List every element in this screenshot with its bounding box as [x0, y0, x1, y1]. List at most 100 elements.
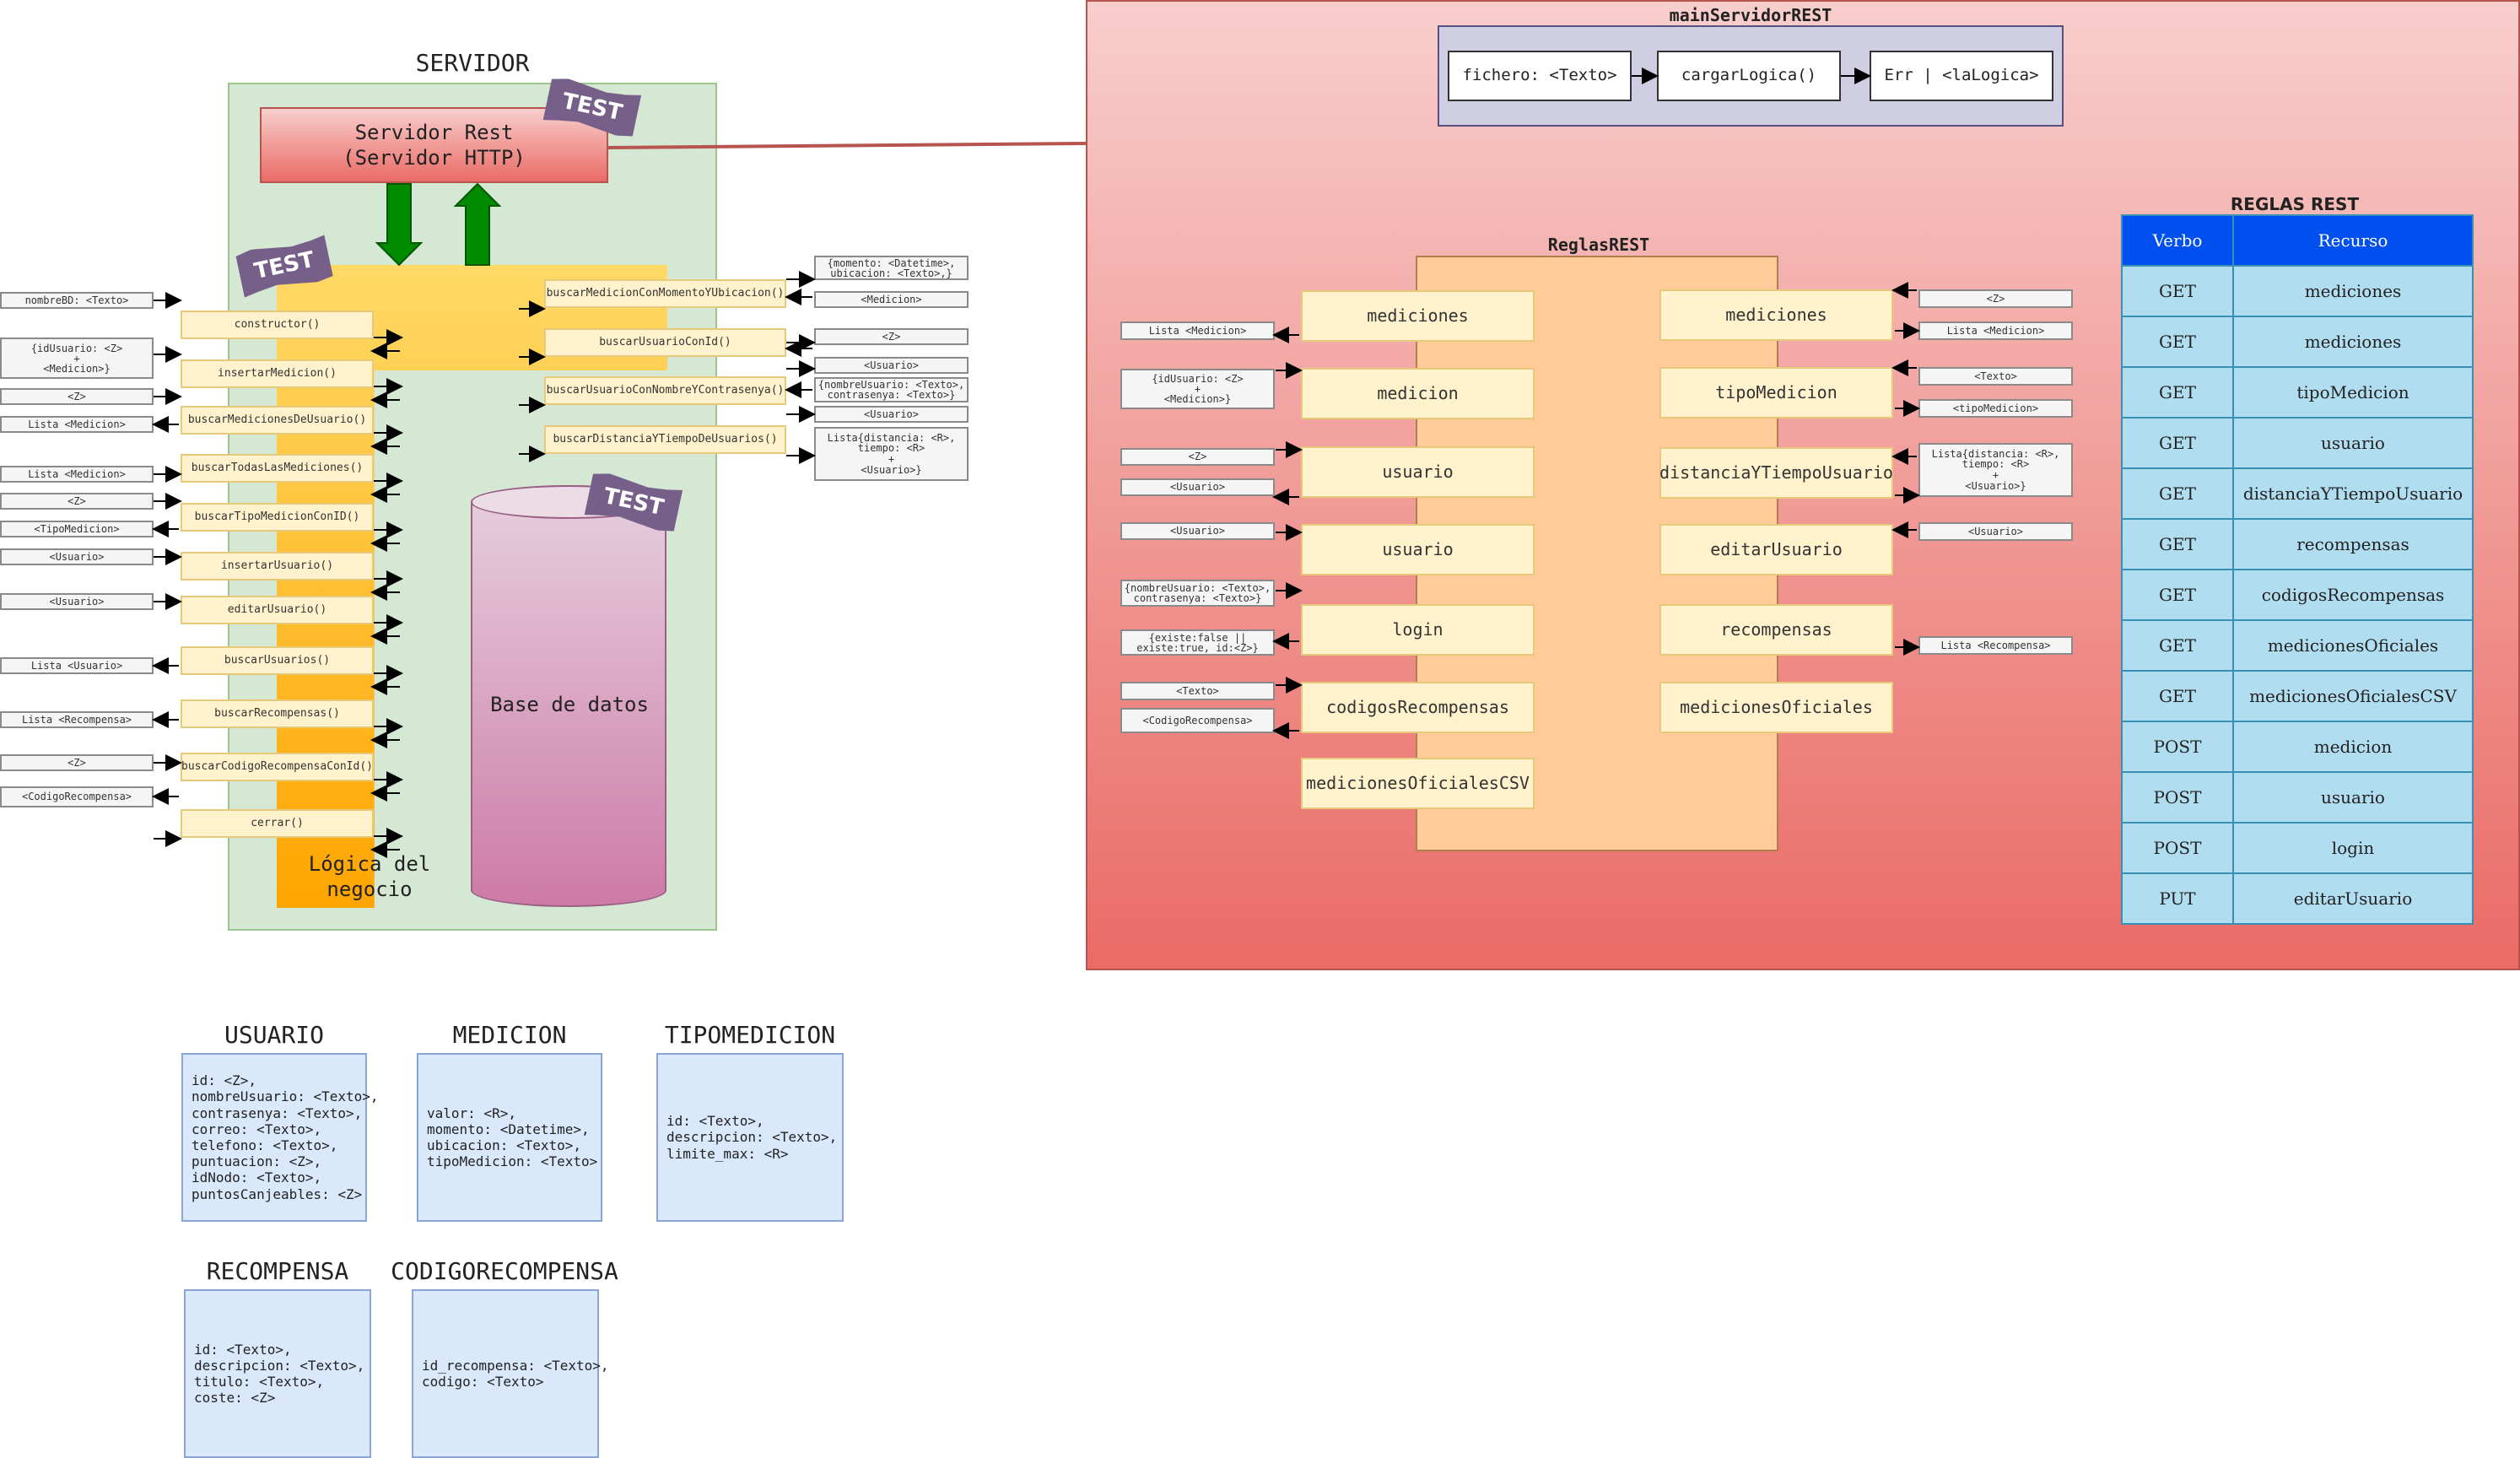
method-buscar-todas-mediciones: buscarTodasLasMediciones()	[181, 454, 374, 483]
rules-cell-verbo: GET	[2121, 467, 2234, 520]
method-buscar-codigo-recompensa: buscarCodigoRecompensaConId()	[181, 753, 374, 781]
rr-param-lista-medicion: Lista <Medicion>	[1918, 321, 2073, 340]
reglas-left-usuario-2: usuario	[1301, 524, 1535, 575]
rr-param-tipo-medicion: <tipoMedicion>	[1918, 399, 2073, 418]
rules-cell-recurso: medicionesOficialesCSV	[2232, 670, 2474, 722]
rparam-nombre-contrasenya: {nombreUsuario: <Texto>, contrasenya: <T…	[814, 377, 969, 402]
method-buscar-recompensas: buscarRecompensas()	[181, 699, 374, 728]
param-nombre-bd: nombreBD: <Texto>	[0, 292, 154, 309]
reglas-left-usuario: usuario	[1301, 446, 1535, 498]
param-z: <Z>	[0, 388, 154, 405]
entity-recompensa-box: id: <Texto>, descripcion: <Texto>, titul…	[184, 1289, 371, 1458]
method-buscar-usuarios: buscarUsuarios()	[181, 646, 374, 675]
rules-cell-recurso: mediciones	[2232, 316, 2474, 368]
logica-label: Lógica del negocio	[308, 852, 431, 901]
rparam-medicion: <Medicion>	[814, 291, 969, 308]
rules-header-verbo: Verbo	[2121, 214, 2234, 267]
reglas-left-mediciones: mediciones	[1301, 290, 1535, 342]
param-id-usuario-medicion: {idUsuario: <Z> + <Medicion>}	[0, 338, 154, 379]
rules-cell-recurso: login	[2232, 822, 2474, 874]
rules-cell-recurso: recompensas	[2232, 518, 2474, 570]
rules-cell-recurso: tipoMedicion	[2232, 366, 2474, 418]
entity-usuario-box: id: <Z>, nombreUsuario: <Texto>, contras…	[181, 1053, 379, 1222]
method-buscar-usuario-nombre: buscarUsuarioConNombreYContrasenya()	[544, 376, 786, 405]
main-cargar-logica-box: cargarLogica()	[1657, 51, 1841, 101]
rules-cell-verbo: GET	[2121, 366, 2234, 418]
rules-cell-verbo: GET	[2121, 619, 2234, 672]
rl-param-z: <Z>	[1120, 448, 1275, 466]
reglas-left-login: login	[1301, 604, 1535, 656]
rules-cell-verbo: GET	[2121, 316, 2234, 368]
reglas-left-mediciones-oficiales-csv: medicionesOficialesCSV	[1301, 758, 1535, 809]
entity-usuario-title: USUARIO	[224, 1021, 324, 1049]
rl-param-nombre-contrasenya: {nombreUsuario: <Texto>, contrasenya: <T…	[1120, 580, 1275, 607]
reglas-left-medicion: medicion	[1301, 368, 1535, 419]
entity-medicion-title: MEDICION	[452, 1021, 567, 1049]
rules-cell-recurso: usuario	[2232, 417, 2474, 469]
rules-cell-recurso: usuario	[2232, 771, 2474, 824]
reglas-right-tipo-medicion: tipoMedicion	[1659, 367, 1893, 418]
method-insertar-usuario: insertarUsuario()	[181, 552, 374, 580]
rl-param-existe: {existe:false || existe:true, id:<Z>}	[1120, 629, 1275, 656]
rparam-lista-distancia: Lista{distancia: <R>, tiempo: <R> + <Usu…	[814, 427, 969, 481]
param-z-tipo: <Z>	[0, 493, 154, 510]
param-usuario-insertar: <Usuario>	[0, 548, 154, 565]
param-tipo-medicion: <TipoMedicion>	[0, 521, 154, 537]
entity-tipomedicion-title: TIPOMEDICION	[664, 1021, 836, 1049]
rules-cell-verbo: GET	[2121, 569, 2234, 621]
method-editar-usuario: editarUsuario()	[181, 596, 374, 624]
method-buscar-distancia-tiempo: buscarDistanciaYTiempoDeUsuarios()	[544, 425, 786, 454]
rparam-z: <Z>	[814, 328, 969, 345]
param-lista-recompensa: Lista <Recompensa>	[0, 711, 154, 728]
rparam-momento-ubicacion: {momento: <Datetime>, ubicacion: <Texto>…	[814, 256, 969, 280]
rules-cell-verbo: GET	[2121, 670, 2234, 722]
rl-param-usuario-2: <Usuario>	[1120, 522, 1275, 540]
rr-param-lista-recompensa: Lista <Recompensa>	[1918, 636, 2073, 655]
rules-cell-verbo: POST	[2121, 822, 2234, 874]
entity-codigorecompensa-title: CODIGORECOMPENSA	[391, 1257, 618, 1285]
method-buscar-medicion-momento: buscarMedicionConMomentoYUbicacion()	[544, 279, 786, 308]
entity-medicion-box: valor: <R>, momento: <Datetime>, ubicaci…	[417, 1053, 602, 1222]
method-buscar-mediciones-usuario: buscarMedicionesDeUsuario()	[181, 406, 374, 435]
rules-cell-verbo: GET	[2121, 417, 2234, 469]
rl-param-usuario: <Usuario>	[1120, 478, 1275, 496]
rules-cell-verbo: PUT	[2121, 872, 2234, 925]
method-buscar-usuario-id: buscarUsuarioConId()	[544, 328, 786, 357]
rparam-usuario-2: <Usuario>	[814, 406, 969, 423]
reglas-right-mediciones: mediciones	[1659, 289, 1893, 341]
base-datos-label: Base de datos	[490, 693, 649, 716]
entity-tipomedicion-box: id: <Texto>, descripcion: <Texto>, limit…	[656, 1053, 844, 1222]
param-z-codigo: <Z>	[0, 754, 154, 771]
rules-cell-recurso: mediciones	[2232, 265, 2474, 317]
main-err-box: Err | <laLogica>	[1870, 51, 2053, 101]
param-lista-usuario: Lista <Usuario>	[0, 657, 154, 674]
rl-param-texto: <Texto>	[1120, 682, 1275, 700]
reglas-right-mediciones-oficiales: medicionesOficiales	[1659, 682, 1893, 733]
method-buscar-tipo-medicion: buscarTipoMedicionConID()	[181, 503, 374, 532]
rules-header-recurso: Recurso	[2232, 214, 2474, 267]
servidor-rest-box: Servidor Rest (Servidor HTTP)	[260, 107, 608, 183]
param-lista-medicion-todas: Lista <Medicion>	[0, 466, 154, 483]
rr-param-texto: <Texto>	[1918, 367, 2073, 386]
rr-param-usuario: <Usuario>	[1918, 522, 2073, 541]
reglas-rest-title: ReglasREST	[1547, 235, 1650, 255]
param-codigo-recompensa: <CodigoRecompensa>	[0, 786, 154, 807]
rules-cell-recurso: codigosRecompensas	[2232, 569, 2474, 621]
rules-cell-verbo: GET	[2121, 518, 2234, 570]
rules-cell-verbo: POST	[2121, 771, 2234, 824]
reglas-right-editar-usuario: editarUsuario	[1659, 524, 1893, 575]
reglas-right-distancia-tiempo: distanciaYTiempoUsuario	[1659, 447, 1893, 499]
reglas-table-title: REGLAS REST	[2230, 194, 2360, 214]
